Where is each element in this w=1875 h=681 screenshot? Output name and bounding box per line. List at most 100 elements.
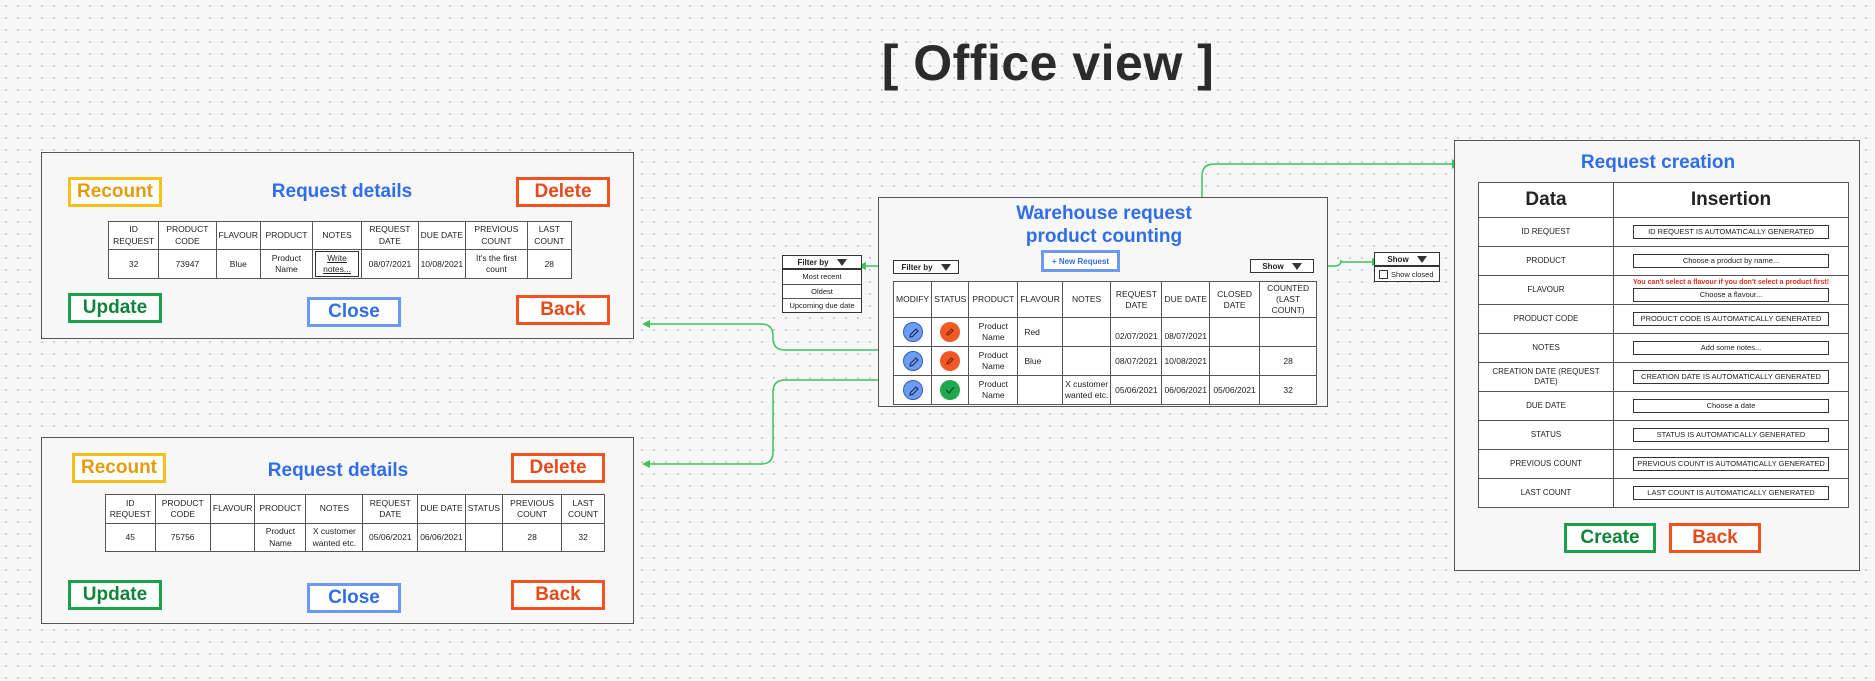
warehouse-title: Warehouse request product counting <box>879 203 1329 249</box>
filter-by-dropdown[interactable]: Filter by <box>893 260 959 274</box>
request-details-table: ID REQUEST PRODUCT CODE FLAVOUR PRODUCT … <box>107 221 573 280</box>
cell-request-date: 02/07/2021 <box>1110 317 1163 348</box>
table-header-row: MODIFY STATUS PRODUCT FLAVOUR NOTES REQU… <box>892 280 1317 319</box>
warehouse-requests-table: MODIFY STATUS PRODUCT FLAVOUR NOTES REQU… <box>892 280 1317 406</box>
col-flavour: FLAVOUR <box>1017 280 1063 319</box>
cell-product: Product Name <box>968 346 1019 377</box>
show-label: Show <box>1262 261 1284 271</box>
last-count-field: LAST COUNT IS AUTOMATICALLY GENERATED <box>1633 486 1829 500</box>
table-row: PREVIOUS COUNT PREVIOUS COUNT IS AUTOMAT… <box>1478 449 1849 479</box>
cell-notes <box>1061 317 1112 348</box>
table-header-row: Data Insertion <box>1478 182 1849 218</box>
notes-input[interactable]: Add some notes... <box>1633 341 1829 355</box>
delete-button[interactable]: Delete <box>516 177 610 207</box>
cell-notes: X customer wanted etc. <box>1061 375 1112 406</box>
col-request-date: REQUEST DATE <box>1110 280 1163 319</box>
product-code-field: PRODUCT CODE IS AUTOMATICALLY GENERATED <box>1633 312 1829 326</box>
filter-option-most-recent[interactable]: Most recent <box>802 272 842 281</box>
cell-due-date: 10/08/2021 <box>1161 346 1210 377</box>
filter-option-oldest[interactable]: Oldest <box>783 284 861 298</box>
col-product: PRODUCT <box>254 494 307 524</box>
table-row: Product Name Blue 08/07/2021 10/08/2021 … <box>892 346 1317 377</box>
cell-modify <box>892 317 933 348</box>
panel-title: Request details <box>271 181 413 202</box>
table-row: NOTES Add some notes... <box>1478 333 1849 363</box>
request-details-panel-bottom: Recount Request details Delete ID REQUES… <box>41 437 634 624</box>
col-product-code: PRODUCT CODE <box>158 221 217 250</box>
row-label: LAST COUNT <box>1478 478 1614 508</box>
modify-button[interactable] <box>902 380 923 401</box>
row-label: CREATION DATE (REQUEST DATE) <box>1478 362 1614 392</box>
cell-notes: X customer wanted etc. <box>305 523 364 552</box>
col-notes: NOTES <box>1061 280 1112 319</box>
col-previous-count: PREVIOUS COUNT <box>465 221 528 250</box>
new-request-button[interactable]: + New Request <box>1041 250 1120 272</box>
col-notes: NOTES <box>311 221 363 250</box>
col-status: STATUS <box>464 494 504 524</box>
recount-button[interactable]: Recount <box>68 177 162 207</box>
col-id-request: ID REQUEST <box>105 494 156 524</box>
col-id-request: ID REQUEST <box>107 221 160 250</box>
cell-request-date: 08/07/2021 <box>1110 346 1163 377</box>
back-button[interactable]: Back <box>511 580 605 610</box>
table-row: Product Name Red 02/07/2021 08/07/2021 <box>892 317 1317 348</box>
col-previous-count: PREVIOUS COUNT <box>502 494 563 524</box>
back-button[interactable]: Back <box>516 295 610 325</box>
cell-id-request: 32 <box>107 248 160 280</box>
show-dropdown-label: Show <box>1387 254 1409 264</box>
modify-button[interactable] <box>902 351 923 372</box>
filter-dropdown-expanded[interactable]: Filter by <box>782 255 862 269</box>
filter-option-upcoming-due-date[interactable]: Upcoming due date <box>783 298 861 312</box>
status-open-indicator <box>940 351 961 372</box>
due-date-picker[interactable]: Choose a date <box>1633 399 1829 413</box>
col-product: PRODUCT <box>260 221 313 250</box>
show-closed-checkbox[interactable] <box>1379 269 1388 279</box>
update-button[interactable]: Update <box>68 580 162 610</box>
show-closed-option[interactable]: Show closed <box>1374 266 1440 282</box>
insertion-cell: You can't select a flavour if you don't … <box>1613 275 1849 305</box>
table-row: Product Name X customer wanted etc. 05/0… <box>892 375 1317 406</box>
create-button[interactable]: Create <box>1564 523 1656 553</box>
cell-product-code: 75756 <box>154 523 211 552</box>
request-creation-panel: Request creation Data Insertion ID REQUE… <box>1454 140 1860 571</box>
request-details-table: ID REQUEST PRODUCT CODE FLAVOUR PRODUCT … <box>105 494 605 552</box>
flavour-select[interactable]: Choose a flavour... <box>1633 288 1829 302</box>
show-closed-label: Show closed <box>1391 269 1434 279</box>
cell-product-code: 73947 <box>158 248 217 280</box>
check-icon <box>945 386 955 395</box>
cell-product: Product Name <box>968 317 1019 348</box>
close-button[interactable]: Close <box>307 297 401 327</box>
close-button[interactable]: Close <box>307 583 401 613</box>
notes-input[interactable]: Write notes... <box>314 251 360 278</box>
back-button[interactable]: Back <box>1669 523 1761 553</box>
row-label: ID REQUEST <box>1478 217 1614 247</box>
table-row: PRODUCT Choose a product by name... <box>1478 246 1849 276</box>
recount-button[interactable]: Recount <box>72 453 166 483</box>
update-button[interactable]: Update <box>68 293 162 323</box>
cell-product: Product Name <box>254 523 307 552</box>
col-product-code: PRODUCT CODE <box>154 494 211 524</box>
table-row: FLAVOUR You can't select a flavour if yo… <box>1478 275 1849 305</box>
col-request-date: REQUEST DATE <box>362 494 419 524</box>
show-dropdown-expanded[interactable]: Show <box>1374 252 1440 266</box>
insertion-cell: CREATION DATE IS AUTOMATICALLY GENERATED <box>1613 362 1849 392</box>
notes-input-text: Write notes... <box>323 253 351 275</box>
cell-request-date: 05/06/2021 <box>1110 375 1163 406</box>
col-modify: MODIFY <box>892 280 933 319</box>
cell-flavour: Blue <box>1017 346 1063 377</box>
cell-status <box>464 523 504 552</box>
pencil-icon <box>908 328 919 338</box>
cell-due-date: 06/06/2021 <box>1161 375 1210 406</box>
new-request-label: + New Request <box>1051 256 1110 266</box>
creation-date-field: CREATION DATE IS AUTOMATICALLY GENERATED <box>1633 370 1829 384</box>
product-select[interactable]: Choose a product by name... <box>1633 254 1829 268</box>
cell-status <box>931 346 970 377</box>
table-row: STATUS STATUS IS AUTOMATICALLY GENERATED <box>1478 420 1849 450</box>
delete-button[interactable]: Delete <box>511 453 605 483</box>
pencil-icon <box>946 328 954 336</box>
cell-previous-count: 28 <box>502 523 563 552</box>
show-dropdown[interactable]: Show <box>1250 259 1314 273</box>
modify-button[interactable] <box>902 322 923 343</box>
cell-due-date: 08/07/2021 <box>1161 317 1210 348</box>
panel-title: Request creation <box>1580 152 1736 173</box>
